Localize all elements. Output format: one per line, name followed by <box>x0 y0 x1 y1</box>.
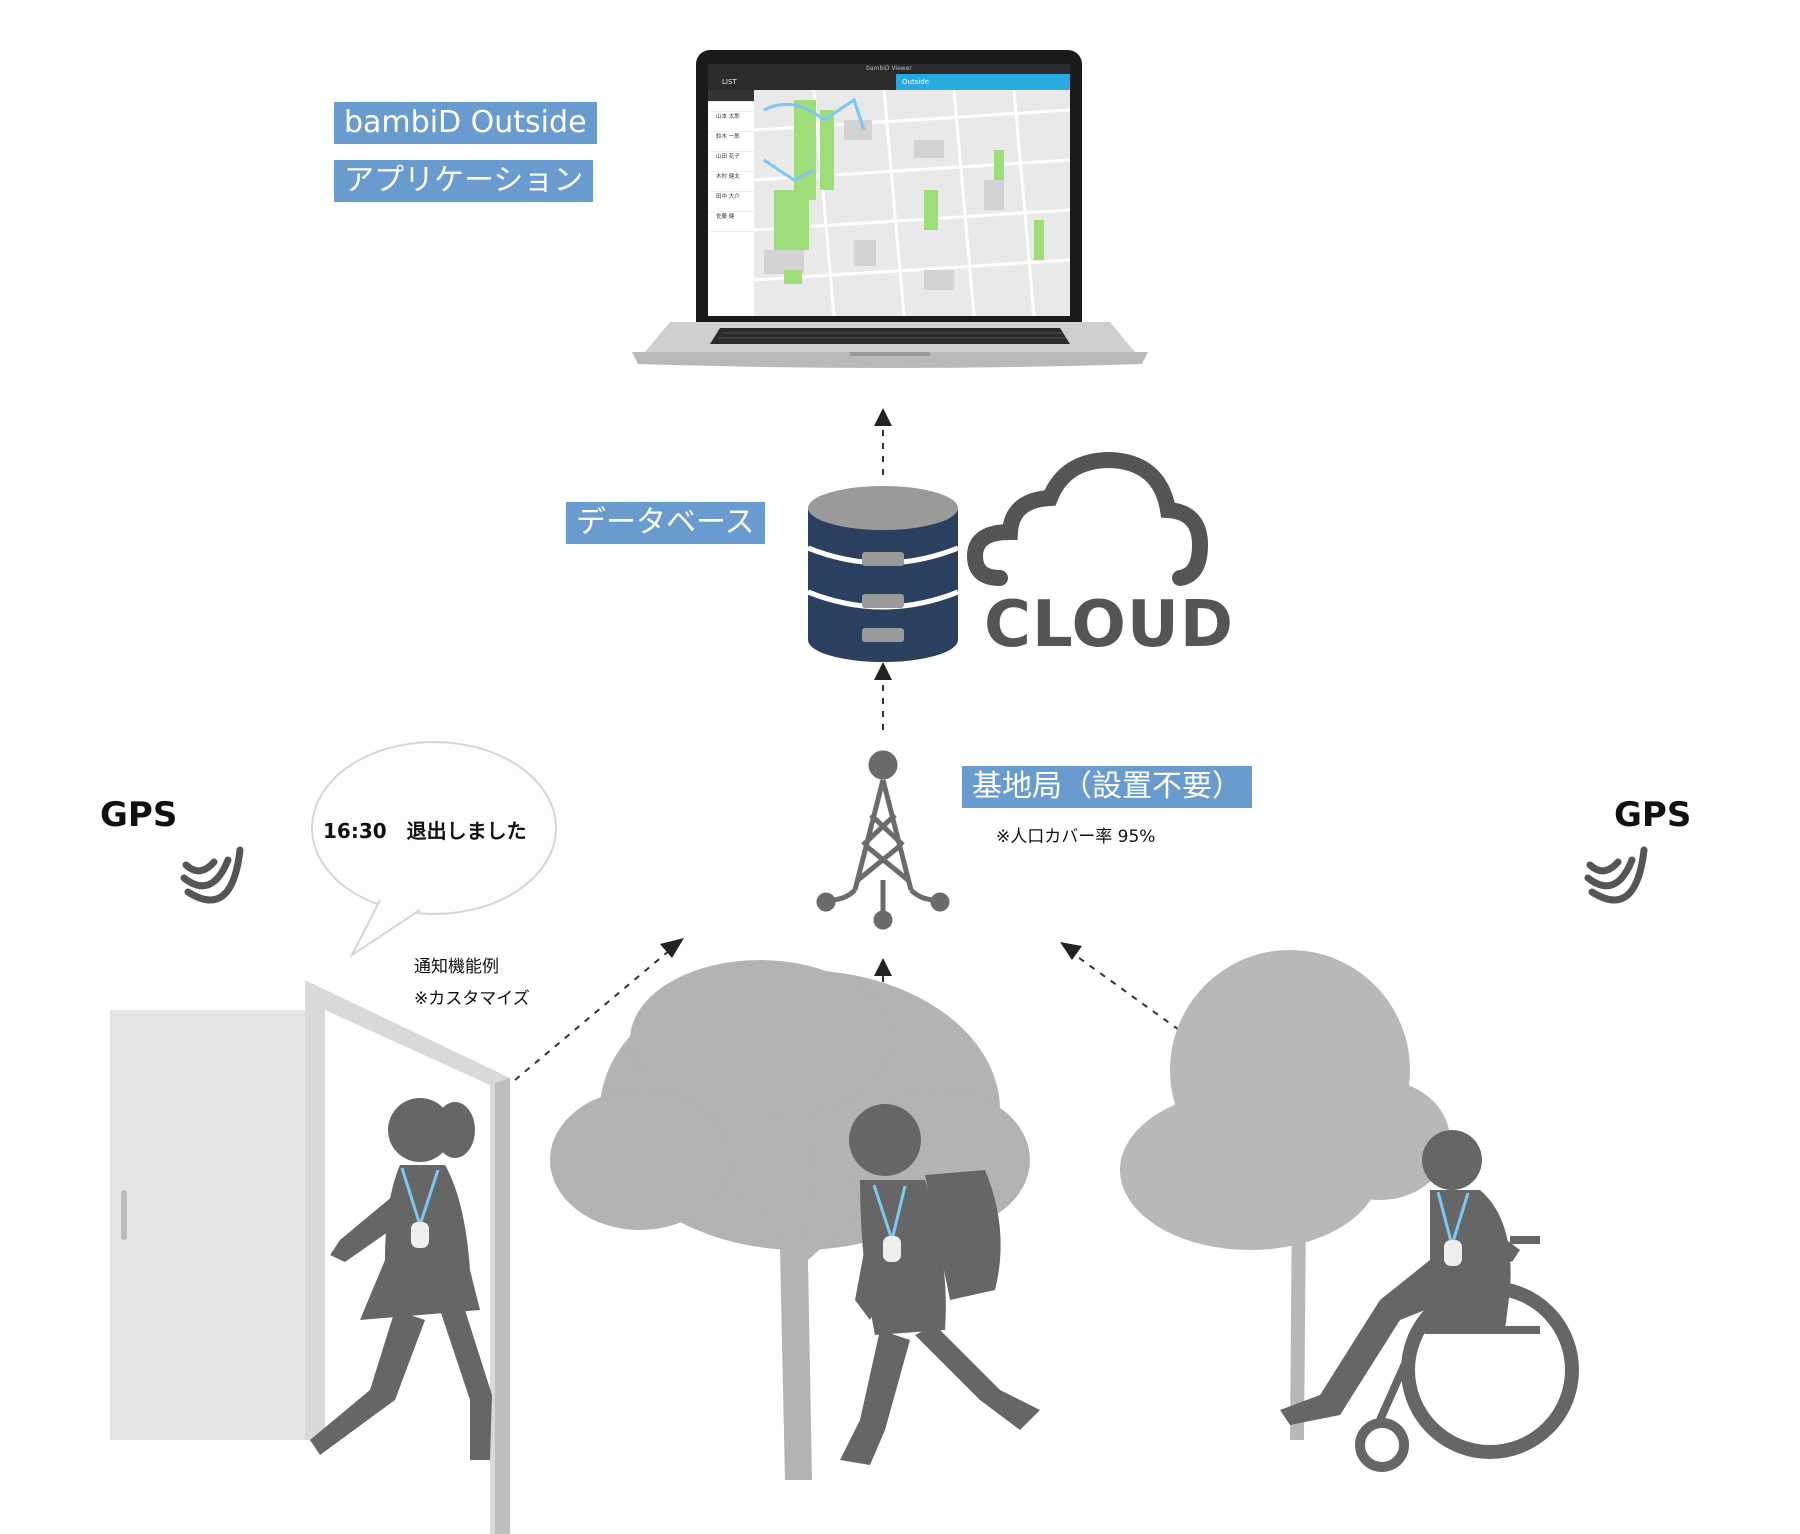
map-view[interactable] <box>754 90 1070 316</box>
door-icon <box>110 980 510 1534</box>
gps-label-left: GPS <box>100 795 178 835</box>
pendant-icon <box>1436 1191 1470 1266</box>
app-label-line2: アプリケーション <box>334 160 594 202</box>
app-label-line1: bambiD Outside <box>334 102 597 144</box>
tab-outside[interactable]: Outside <box>896 74 1070 90</box>
window-title: bambiD Viewer <box>708 64 1070 74</box>
signal-icon <box>180 846 244 904</box>
tower-icon <box>816 750 950 930</box>
app-screen: bambiD Viewer LIST Outside 山本 太郎 鈴木 一郎 山… <box>708 64 1070 316</box>
notify-example-label: 通知機能例 <box>414 957 499 977</box>
list-item[interactable]: 佐藤 健 <box>708 212 754 232</box>
gps-label-right: GPS <box>1614 795 1692 835</box>
database-label: データベース <box>566 502 765 544</box>
cloud-icon <box>966 451 1209 586</box>
list-item[interactable]: 木村 健太 <box>708 172 754 192</box>
person-icon <box>1280 1130 1520 1425</box>
laptop-icon: bambiD Viewer LIST Outside 山本 太郎 鈴木 一郎 山… <box>630 50 1150 390</box>
list-toolbar[interactable] <box>708 102 754 112</box>
list-filter[interactable] <box>708 90 754 102</box>
coverage-note: ※人口カバー率 95% <box>996 827 1156 847</box>
laptop-screen: bambiD Viewer LIST Outside 山本 太郎 鈴木 一郎 山… <box>696 50 1082 322</box>
list-item[interactable]: 鈴木 一郎 <box>708 132 754 152</box>
speech-bubble-icon <box>311 741 557 958</box>
pendant-icon <box>872 1184 907 1262</box>
app-tabs: LIST Outside <box>708 74 1070 90</box>
person-list: 山本 太郎 鈴木 一郎 山田 花子 木村 健太 田中 大介 佐藤 健 <box>708 90 755 316</box>
base-station-label: 基地局（設置不要） <box>962 766 1252 808</box>
cloud-label: CLOUD <box>984 588 1234 662</box>
list-item[interactable]: 山田 花子 <box>708 152 754 172</box>
person-icon <box>840 1104 1040 1465</box>
customize-note: ※カスタマイズ <box>414 989 530 1009</box>
person-icon <box>310 1098 492 1460</box>
notification-text: 16:30 退出しました <box>323 819 527 843</box>
pendant-icon <box>400 1167 440 1248</box>
tree-icon <box>1120 950 1450 1440</box>
database-icon <box>807 486 959 662</box>
tab-list[interactable]: LIST <box>708 74 896 90</box>
arrow-heads <box>660 408 1082 976</box>
signal-icon <box>1584 846 1648 904</box>
list-item[interactable]: 田中 大介 <box>708 192 754 212</box>
laptop-base <box>630 322 1150 378</box>
list-item[interactable]: 山本 太郎 <box>708 112 754 132</box>
